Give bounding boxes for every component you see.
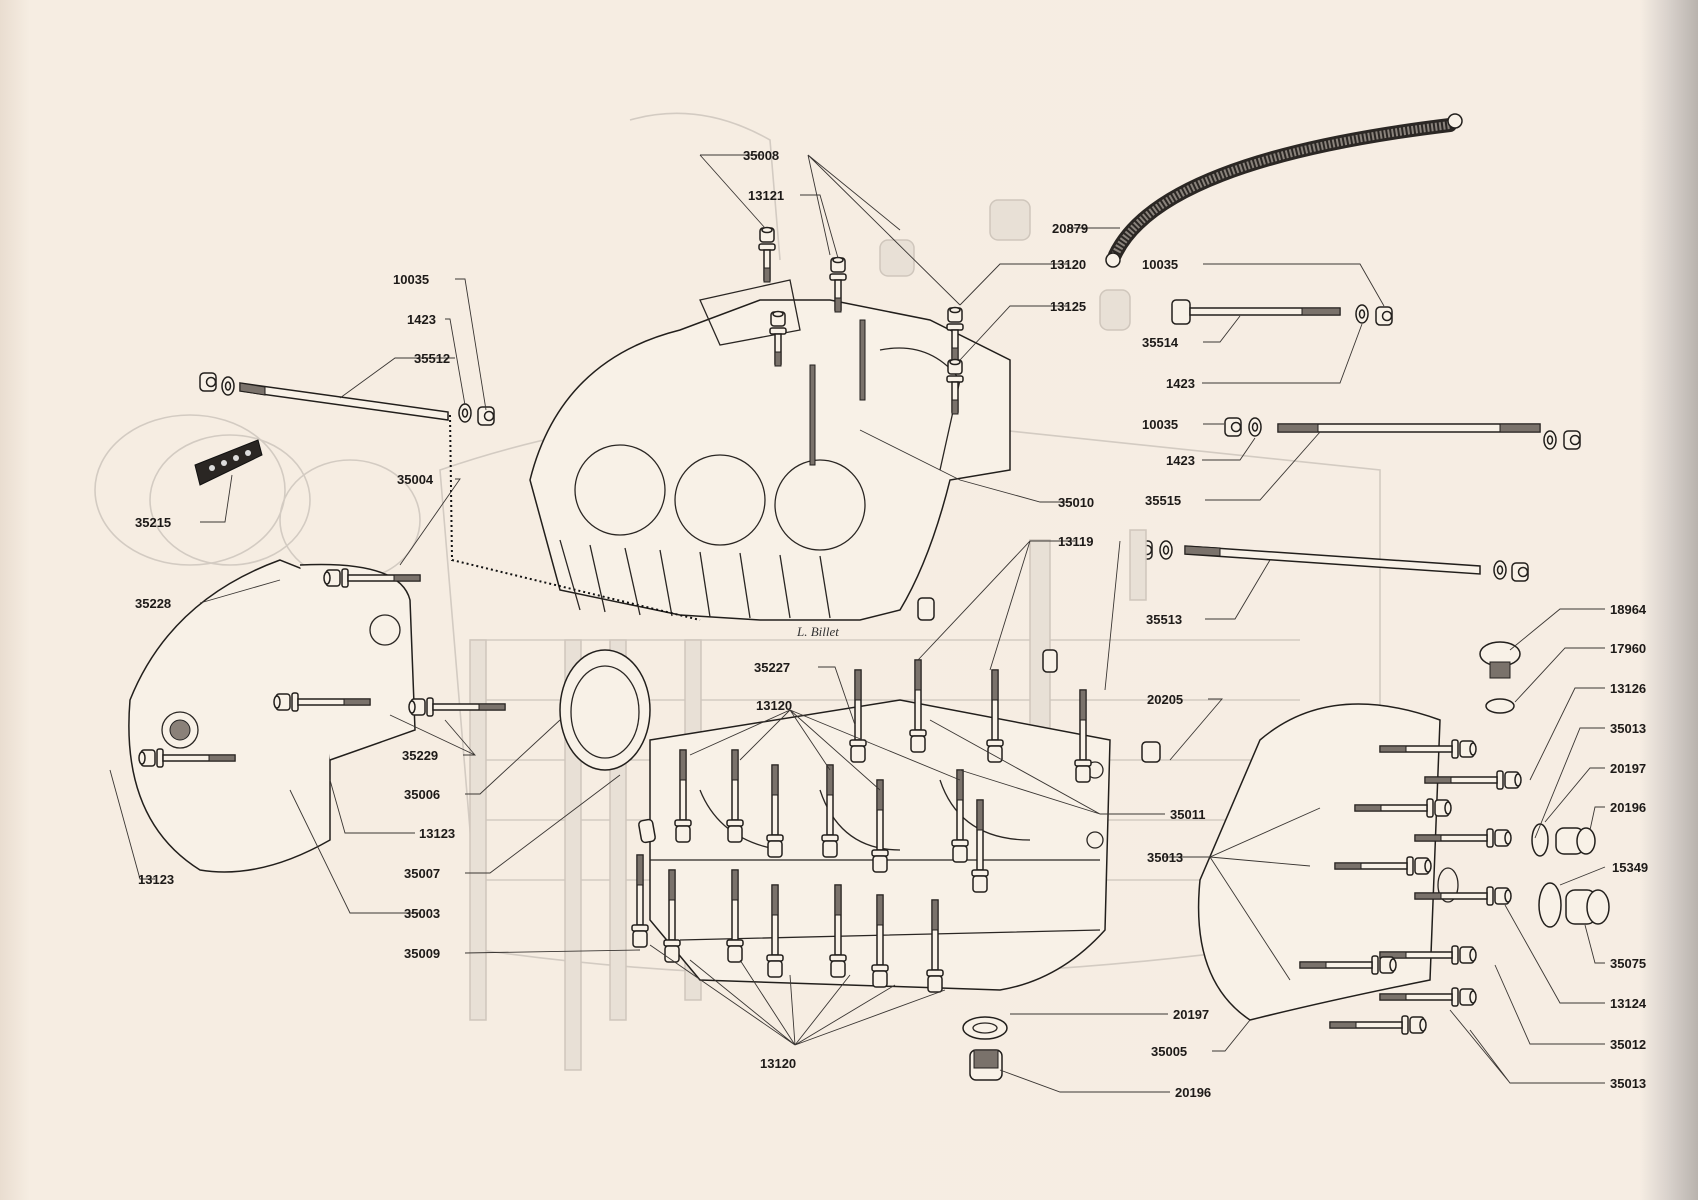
callout-35514: 35514: [1142, 335, 1179, 350]
cover-bolts-right: [1299, 641, 1610, 1035]
callout-35010: 35010: [1058, 495, 1094, 510]
callout-10035: 10035: [393, 272, 429, 287]
callout-10035: 10035: [1142, 417, 1178, 432]
callout-20197: 20197: [1173, 1007, 1209, 1022]
callout-20205: 20205: [1147, 692, 1183, 707]
callout-20196: 20196: [1610, 800, 1646, 815]
stud-35514: [1171, 299, 1393, 326]
callout-35013: 35013: [1147, 850, 1183, 865]
side-cover-right: [1197, 703, 1459, 1021]
callout-35008: 35008: [743, 148, 779, 163]
callout-35229: 35229: [402, 748, 438, 763]
callout-13125: 13125: [1050, 299, 1086, 314]
callout-20197: 20197: [1610, 761, 1646, 776]
callout-35215: 35215: [135, 515, 171, 530]
callout-20196: 20196: [1175, 1085, 1211, 1100]
callout-1423: 1423: [1166, 376, 1195, 391]
callout-13124: 13124: [1610, 996, 1647, 1011]
callout-35003: 35003: [404, 906, 440, 921]
callout-35005: 35005: [1151, 1044, 1187, 1059]
gasket-35006: [559, 649, 651, 771]
callout-35004: 35004: [397, 472, 434, 487]
callout-35512: 35512: [414, 351, 450, 366]
ground-strap-20879: [1105, 113, 1463, 268]
part-number-callouts: 35008 13121 20879 13120 10035 13125 3551…: [135, 148, 1648, 1100]
drain-plug-20196: [962, 1016, 1008, 1081]
callout-35227: 35227: [754, 660, 790, 675]
callout-35011: 35011: [1170, 807, 1205, 822]
filler-plug-18964: [1479, 641, 1521, 679]
timing-cover: [128, 559, 416, 873]
callout-13123: 13123: [419, 826, 455, 841]
callout-35007: 35007: [404, 866, 440, 881]
callout-1423: 1423: [1166, 453, 1195, 468]
callout-35013: 35013: [1610, 721, 1646, 736]
callout-13120: 13120: [756, 698, 792, 713]
callout-35515: 35515: [1145, 493, 1181, 508]
lower-bolts: [631, 529, 1161, 993]
stud-35512: [199, 372, 495, 426]
callout-35513: 35513: [1146, 612, 1182, 627]
callout-13123: 13123: [138, 872, 174, 887]
seal-strip-35215: [194, 439, 263, 486]
callout-17960: 17960: [1610, 641, 1646, 656]
illustrator-signature: L. Billet: [796, 624, 839, 639]
callout-15349: 15349: [1612, 860, 1648, 875]
callout-35009: 35009: [404, 946, 440, 961]
callout-35013: 35013: [1610, 1076, 1646, 1091]
crankcase-upper-half: [449, 279, 1011, 621]
callout-20879: 20879: [1052, 221, 1088, 236]
callout-35228: 35228: [135, 596, 171, 611]
stud-35515: [1224, 417, 1581, 450]
callout-13121: 13121: [748, 188, 784, 203]
callout-13119: 13119: [1058, 534, 1093, 549]
callout-35075: 35075: [1610, 956, 1646, 971]
upper-bolts: [758, 226, 964, 466]
leader-lines: [109, 154, 1606, 1093]
stud-35513: [1135, 540, 1529, 582]
callout-13126: 13126: [1610, 681, 1646, 696]
callout-18964: 18964: [1610, 602, 1647, 617]
callout-35006: 35006: [404, 787, 440, 802]
callout-1423: 1423: [407, 312, 436, 327]
callout-13120: 13120: [760, 1056, 796, 1071]
callout-35012: 35012: [1610, 1037, 1646, 1052]
callout-10035: 10035: [1142, 257, 1178, 272]
callout-13120: 13120: [1050, 257, 1086, 272]
